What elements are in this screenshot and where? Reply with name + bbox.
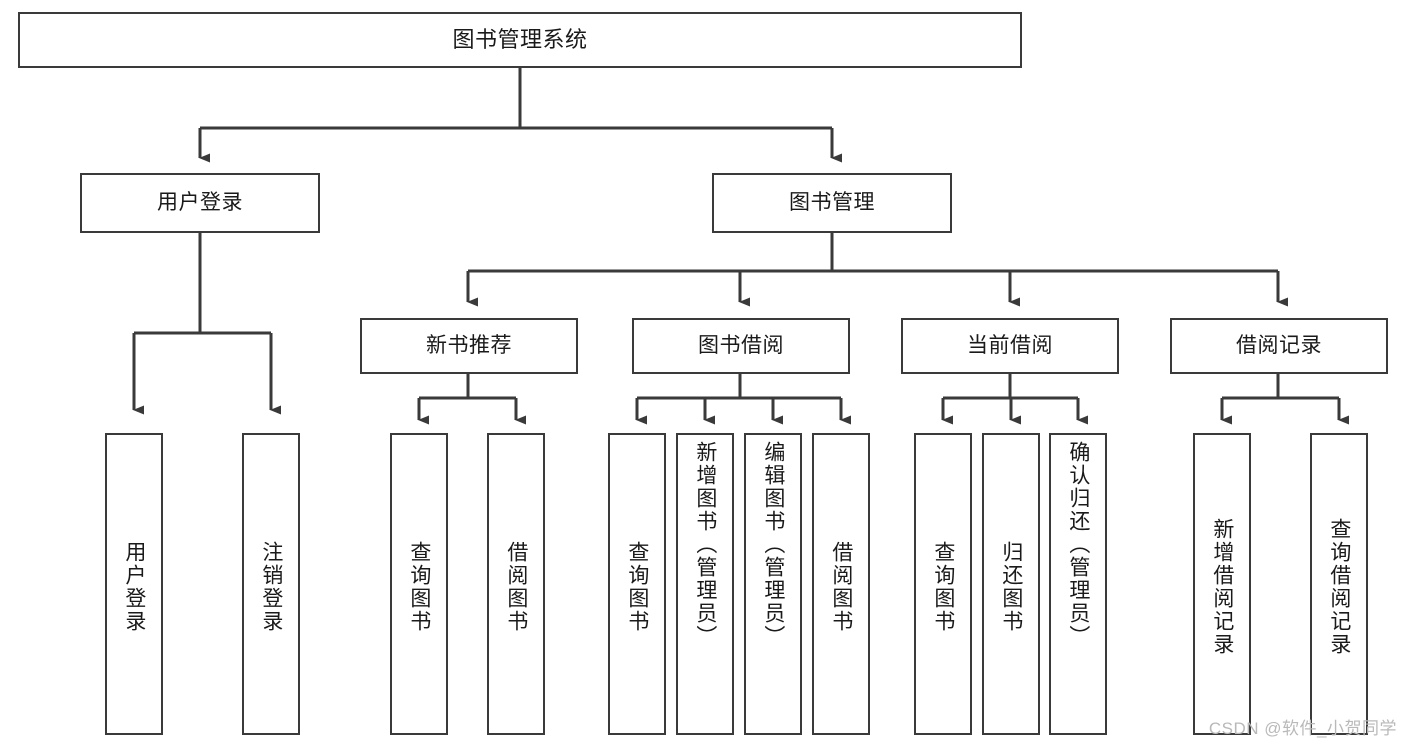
node-book-borrow[interactable]: 图书借阅: [632, 318, 850, 374]
leaf-current-borrow-confirm-return[interactable]: 确认归还（管理员）: [1049, 433, 1107, 735]
leaf-new-book-borrow[interactable]: 借阅图书: [487, 433, 545, 735]
leaf-book-borrow-borrow[interactable]: 借阅图书: [812, 433, 870, 735]
node-label: 编辑图书（管理员）: [761, 441, 785, 648]
leaf-book-borrow-add[interactable]: 新增图书（管理员）: [676, 433, 734, 735]
leaf-user-login-logout[interactable]: 注销登录: [242, 433, 300, 735]
node-borrow-record[interactable]: 借阅记录: [1170, 318, 1388, 374]
node-label: 查询图书: [931, 541, 955, 633]
node-label: 查询图书: [625, 541, 649, 633]
leaf-borrow-record-add[interactable]: 新增借阅记录: [1193, 433, 1251, 735]
node-label: 用户登录: [122, 541, 146, 633]
node-label: 归还图书: [999, 541, 1023, 633]
node-current-borrow[interactable]: 当前借阅: [901, 318, 1119, 374]
node-label: 确认归还（管理员）: [1066, 441, 1090, 648]
leaf-book-borrow-edit[interactable]: 编辑图书（管理员）: [744, 433, 802, 735]
leaf-current-borrow-query[interactable]: 查询图书: [914, 433, 972, 735]
node-label: 图书管理: [789, 191, 875, 215]
watermark-text: CSDN @软件_小贺同学: [1208, 719, 1397, 738]
node-root-book-management-system[interactable]: 图书管理系统: [18, 12, 1022, 68]
node-label: 查询借阅记录: [1327, 518, 1351, 656]
node-label: 用户登录: [157, 191, 243, 215]
leaf-book-borrow-query[interactable]: 查询图书: [608, 433, 666, 735]
node-label: 查询图书: [407, 541, 431, 633]
node-label: 借阅记录: [1236, 334, 1322, 358]
node-new-book-recommend[interactable]: 新书推荐: [360, 318, 578, 374]
node-label: 借阅图书: [829, 541, 853, 633]
node-user-login[interactable]: 用户登录: [80, 173, 320, 233]
node-label: 图书管理系统: [452, 26, 588, 52]
node-label: 图书借阅: [698, 334, 784, 358]
leaf-user-login-login[interactable]: 用户登录: [105, 433, 163, 735]
leaf-borrow-record-query[interactable]: 查询借阅记录: [1310, 433, 1368, 735]
node-label: 借阅图书: [504, 541, 528, 633]
leaf-current-borrow-return[interactable]: 归还图书: [982, 433, 1040, 735]
node-label: 新增图书（管理员）: [693, 441, 717, 648]
node-label: 新增借阅记录: [1210, 518, 1234, 656]
leaf-new-book-query[interactable]: 查询图书: [390, 433, 448, 735]
node-label: 新书推荐: [426, 334, 512, 358]
node-label: 当前借阅: [967, 334, 1053, 358]
node-label: 注销登录: [259, 541, 283, 633]
node-book-management[interactable]: 图书管理: [712, 173, 952, 233]
